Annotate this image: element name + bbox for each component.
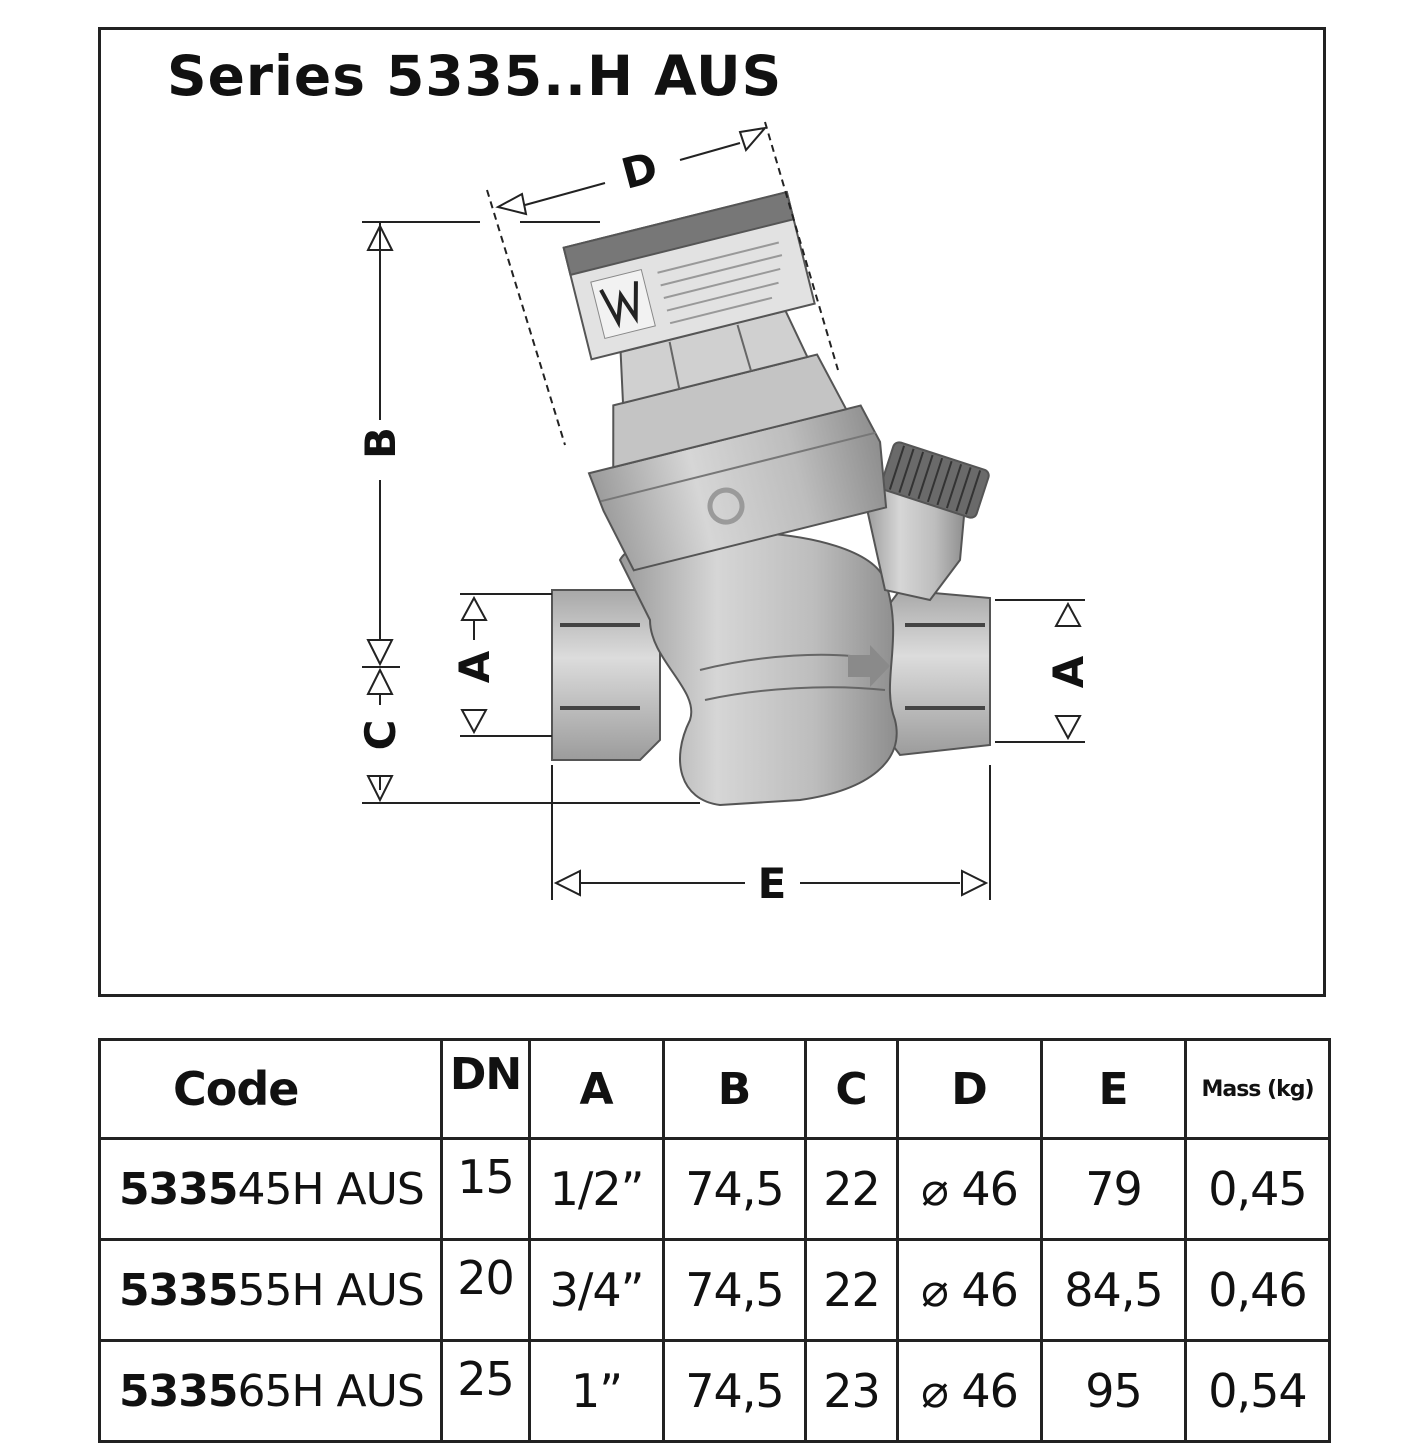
- code-suffix: 65H AUS: [237, 1365, 424, 1417]
- cell-dn: 25: [440, 1339, 531, 1443]
- dim-label-a-right: A: [1044, 655, 1093, 688]
- code-prefix: 5335: [119, 1365, 238, 1417]
- cell-e: 84,5: [1040, 1238, 1187, 1342]
- code-prefix: 5335: [119, 1163, 238, 1215]
- cell-c: 22: [804, 1137, 899, 1241]
- code-suffix: 45H AUS: [237, 1163, 424, 1215]
- header-b: B: [662, 1038, 807, 1140]
- cell-mass: 0,46: [1184, 1238, 1331, 1342]
- header-e: E: [1040, 1038, 1187, 1140]
- cell-c: 22: [804, 1238, 899, 1342]
- cell-c: 23: [804, 1339, 899, 1443]
- dim-label-e: E: [758, 859, 787, 908]
- cell-d: ⌀ 46: [896, 1238, 1043, 1342]
- table-row: 533545H AUS 15 1/2” 74,5 22 ⌀ 46 79 0,45: [98, 1137, 1331, 1241]
- diagram-frame: Series 5335..H AUS: [98, 27, 1326, 997]
- cell-d: ⌀ 46: [896, 1339, 1043, 1443]
- cell-code: 533545H AUS: [98, 1137, 443, 1241]
- series-title: Series 5335..H AUS: [167, 44, 783, 108]
- header-d: D: [896, 1038, 1043, 1140]
- cell-b: 74,5: [662, 1137, 807, 1241]
- dimension-table: Code DN A B C D E Mass (kg) 533545H AUS …: [98, 1038, 1331, 1443]
- dim-label-c: C: [356, 720, 405, 751]
- cell-dn: 15: [440, 1137, 531, 1241]
- valve-drawing: D B C A A E: [356, 121, 1093, 908]
- valve-body: [551, 190, 991, 807]
- cell-dn: 20: [440, 1238, 531, 1342]
- dim-label-a-left: A: [450, 650, 499, 683]
- cell-code: 533565H AUS: [98, 1339, 443, 1443]
- cell-e: 79: [1040, 1137, 1187, 1241]
- table-row: 533555H AUS 20 3/4” 74,5 22 ⌀ 46 84,5 0,…: [98, 1238, 1331, 1342]
- dim-label-b: B: [356, 427, 405, 459]
- code-suffix: 55H AUS: [237, 1264, 424, 1316]
- dimension-lines: [362, 121, 1085, 900]
- cell-d: ⌀ 46: [896, 1137, 1043, 1241]
- code-prefix: 5335: [119, 1264, 238, 1316]
- cell-a: 3/4”: [528, 1238, 665, 1342]
- dim-label-d: D: [616, 142, 662, 198]
- table-header-row: Code DN A B C D E Mass (kg): [98, 1038, 1331, 1140]
- header-c: C: [804, 1038, 899, 1140]
- table-row: 533565H AUS 25 1” 74,5 23 ⌀ 46 95 0,54: [98, 1339, 1331, 1443]
- cell-mass: 0,54: [1184, 1339, 1331, 1443]
- cell-b: 74,5: [662, 1339, 807, 1443]
- header-mass: Mass (kg): [1184, 1038, 1331, 1140]
- header-dn: DN: [440, 1038, 531, 1140]
- cell-code: 533555H AUS: [98, 1238, 443, 1342]
- header-a: A: [528, 1038, 665, 1140]
- cell-a: 1”: [528, 1339, 665, 1443]
- cell-mass: 0,45: [1184, 1137, 1331, 1241]
- cell-a: 1/2”: [528, 1137, 665, 1241]
- cell-b: 74,5: [662, 1238, 807, 1342]
- cell-e: 95: [1040, 1339, 1187, 1443]
- header-code: Code: [98, 1038, 443, 1140]
